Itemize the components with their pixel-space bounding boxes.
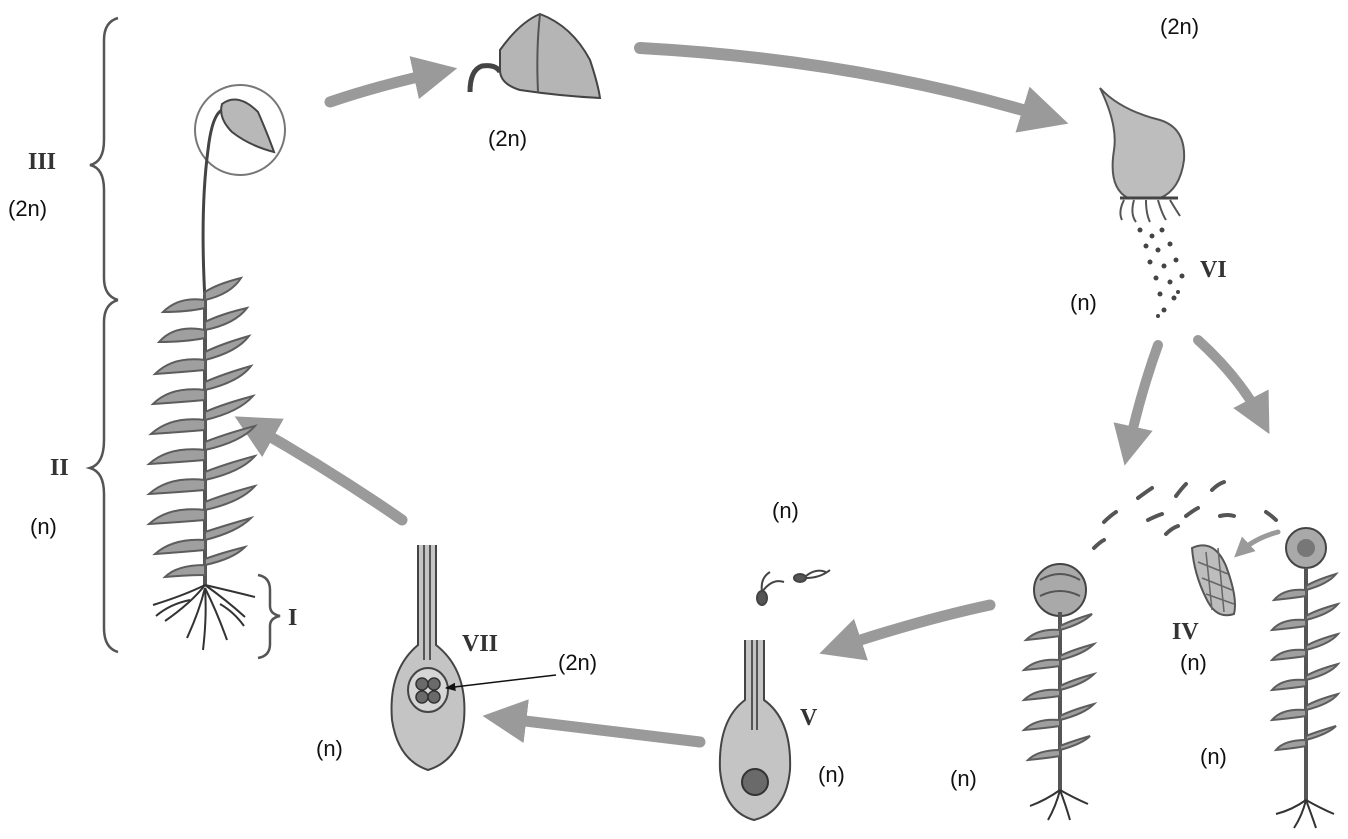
arrow-plant-to-capsule bbox=[330, 72, 440, 102]
arrow-male-to-archegonium bbox=[836, 605, 990, 648]
ploidy-label-sporophyte: (2n) bbox=[8, 198, 47, 220]
female-moss bbox=[1024, 564, 1094, 820]
open-capsule bbox=[1100, 88, 1185, 318]
stage-label-III: III bbox=[28, 150, 56, 174]
ploidy-label-female-plant: (n) bbox=[950, 768, 977, 790]
germinating-spores bbox=[1094, 482, 1276, 548]
brace-II bbox=[90, 300, 118, 652]
arrow-v-to-vii bbox=[500, 718, 700, 742]
small-capsule bbox=[221, 100, 274, 153]
archegonium-vii bbox=[392, 545, 556, 770]
ploidy-label-sperm: (n) bbox=[772, 500, 799, 522]
stage-label-VII: VII bbox=[462, 632, 498, 656]
ploidy-label-archegonium-vii: (n) bbox=[316, 738, 343, 760]
sporangium-capsule bbox=[470, 14, 600, 98]
stage-label-II: II bbox=[50, 456, 69, 480]
arrow-spores-right bbox=[1198, 340, 1262, 420]
ploidy-label-protonema: (n) bbox=[1180, 652, 1207, 674]
stage-label-I: I bbox=[288, 606, 297, 630]
zygote-pointer-arrow bbox=[446, 675, 556, 688]
ploidy-label-gametophyte: (n) bbox=[30, 516, 57, 538]
ploidy-label-zygote: (2n) bbox=[558, 652, 597, 674]
protonema bbox=[1192, 545, 1235, 615]
male-moss bbox=[1272, 528, 1338, 828]
brace-I bbox=[258, 575, 280, 658]
gametophyte-leaves bbox=[149, 278, 255, 585]
brace-III bbox=[90, 18, 118, 300]
stage-label-VI: VI bbox=[1200, 258, 1227, 282]
sperm-cells bbox=[757, 570, 830, 605]
archegonium-v bbox=[720, 570, 830, 820]
ploidy-label-male-plant: (n) bbox=[1200, 746, 1227, 768]
arrow-spores-left bbox=[1128, 345, 1158, 450]
arrow-vii-to-plant bbox=[250, 425, 402, 520]
ploidy-label-capsule: (2n) bbox=[488, 128, 527, 150]
rhizoids bbox=[153, 585, 255, 650]
stage-label-IV: IV bbox=[1172, 620, 1199, 644]
ploidy-label-spores: (n) bbox=[1070, 292, 1097, 314]
sporophyte-seta bbox=[203, 110, 222, 300]
ploidy-label-open-capsule: (2n) bbox=[1160, 16, 1199, 38]
moss-plant-main bbox=[149, 85, 285, 650]
arrow-capsule-to-open-capsule bbox=[640, 48, 1050, 118]
stage-label-V: V bbox=[800, 706, 817, 730]
arrow-to-protonema bbox=[1240, 532, 1278, 552]
released-spores bbox=[1138, 228, 1185, 319]
ploidy-label-egg: (n) bbox=[818, 764, 845, 786]
